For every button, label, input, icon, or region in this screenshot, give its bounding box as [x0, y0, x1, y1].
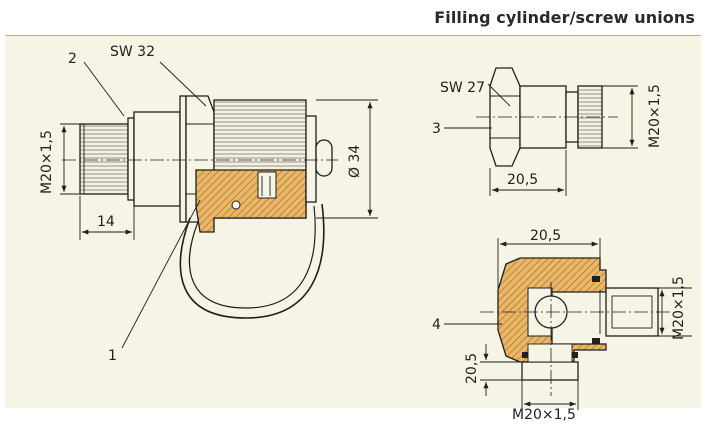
fig4-top-dim: 20,5 — [530, 228, 561, 244]
fig4-bottom-thread: M20×1,5 — [512, 407, 576, 423]
retaining-strap — [179, 203, 325, 319]
fig3-length-label: 20,5 — [507, 172, 538, 188]
header-rule — [5, 35, 701, 36]
fig3-thread-label: M20×1,5 — [647, 84, 663, 148]
bottom-spigot — [521, 361, 579, 381]
callout-1: 1 — [108, 348, 117, 364]
union-body — [133, 111, 181, 207]
filling-cylinder-union-assembly: M20×1,5 14 Ø 34 2 SW 32 1 — [39, 44, 378, 364]
fig4-left-dim: 20,5 — [464, 353, 480, 384]
callout-2: 2 — [68, 51, 77, 67]
fig1-sw-label: SW 32 — [110, 44, 155, 60]
callout-4: 4 — [432, 317, 441, 333]
side-pin — [315, 139, 333, 177]
callout-3: 3 — [432, 121, 441, 137]
screw-union-3: M20×1,5 20,5 SW 27 3 — [432, 67, 663, 196]
fig1-diameter-label: Ø 34 — [347, 145, 363, 178]
fig1-thread-label: M20×1,5 — [39, 130, 55, 194]
section-title: Filling cylinder/screw unions — [434, 8, 695, 27]
thread-nipple — [79, 123, 129, 195]
screw-union-4-section: 20,5 M20×1,5 20,5 M20×1,5 4 — [432, 228, 692, 423]
fig4-right-thread: M20×1,5 — [671, 276, 687, 340]
collar — [127, 117, 135, 201]
fig3-sw-label: SW 27 — [440, 80, 485, 96]
flange — [179, 95, 187, 223]
fig1-length-label: 14 — [97, 214, 115, 230]
sectioned-cap — [195, 169, 307, 233]
